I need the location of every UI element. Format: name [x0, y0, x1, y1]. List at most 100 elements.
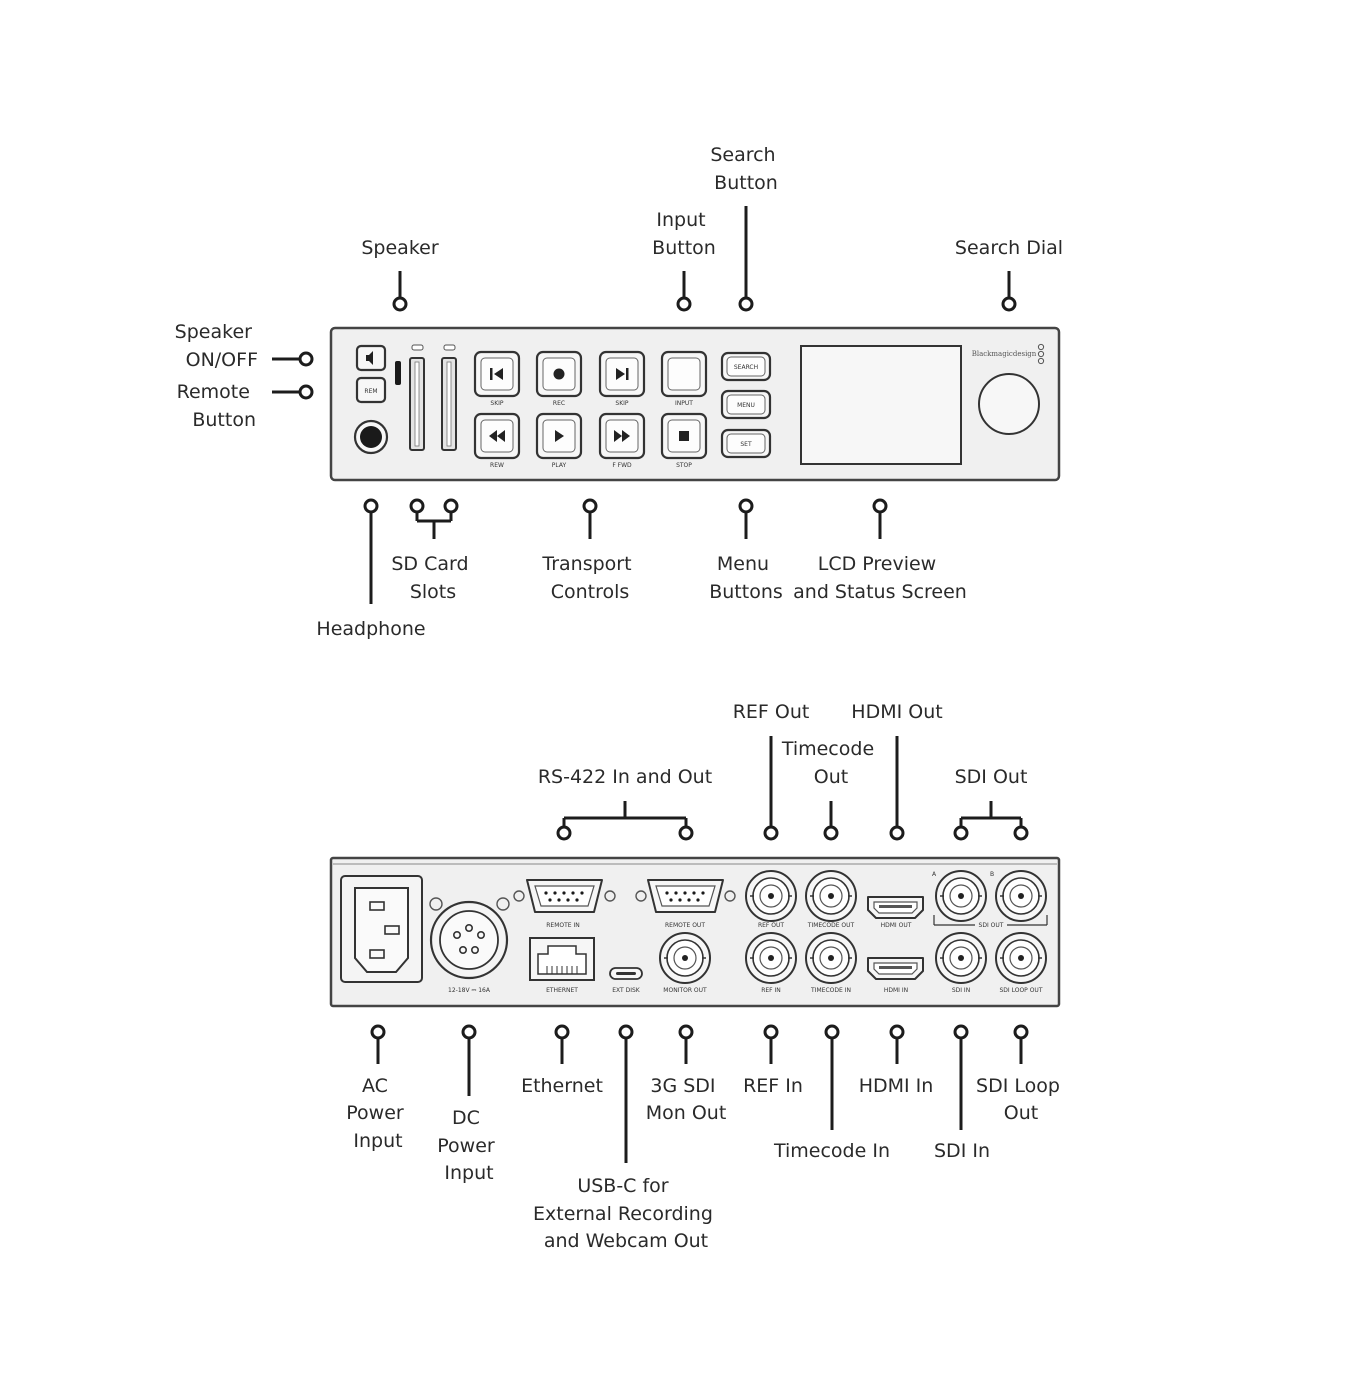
- bnc-connectors: [659, 870, 1047, 984]
- lcd-screen: [800, 345, 962, 465]
- set-label: SET: [740, 441, 752, 448]
- front-callout-lines: [272, 206, 1017, 604]
- skip-forward-button[interactable]: [598, 350, 646, 398]
- sdi-loop-out-bnc[interactable]: [995, 932, 1047, 984]
- menu-label: MENU: [737, 402, 755, 409]
- timecode-out-label: Timecode Out: [781, 738, 880, 788]
- sdi-loop-out-panel-label: SDI LOOP OUT: [1000, 987, 1043, 994]
- sdi-in-label: SDI In: [934, 1140, 990, 1162]
- hdmi-out-port[interactable]: [867, 896, 924, 919]
- brand-logo-icon: [1037, 343, 1045, 351]
- remote-out-screw-1: [635, 890, 647, 902]
- sd-led-2: [443, 344, 456, 351]
- rs422-label: RS-422 In and Out: [538, 766, 712, 788]
- ref-in-bnc[interactable]: [745, 932, 797, 984]
- dc-power-screw-1: [429, 897, 443, 911]
- search-label: SEARCH: [734, 364, 758, 371]
- sdi-in-panel-label: SDI IN: [952, 987, 970, 994]
- menu-button[interactable]: [720, 389, 772, 420]
- power-rating-label: 12-18V ⎓ 16A: [448, 987, 491, 994]
- sdi-loop-out-label: SDI Loop Out: [976, 1075, 1066, 1124]
- ref-out-bnc[interactable]: [745, 870, 797, 922]
- brand-logo-text: Blackmagicdesign: [972, 350, 1037, 358]
- remote-in-screw-1: [513, 890, 525, 902]
- sdi-out-a-bnc[interactable]: [935, 870, 987, 922]
- transport-controls-label: Transport Controls: [541, 553, 637, 603]
- stop-icon: [679, 431, 689, 441]
- stop-button[interactable]: [660, 412, 708, 460]
- headphone-jack-hole: [360, 426, 382, 448]
- remote-out-label: REMOTE OUT: [665, 922, 705, 929]
- sd-card-slot-1-inner: [414, 361, 420, 447]
- timecode-out-bnc[interactable]: [805, 870, 857, 922]
- input-button-label: Input Button: [652, 209, 716, 259]
- sdi-in-bnc[interactable]: [935, 932, 987, 984]
- dc-power-input[interactable]: [429, 900, 509, 980]
- timecode-in-bnc[interactable]: [805, 932, 857, 984]
- rear-callout-labels: RS-422 In and Out REF Out Timecode Out H…: [346, 701, 1066, 1252]
- speaker-grille: [395, 361, 401, 385]
- ethernet-port[interactable]: [529, 937, 595, 981]
- monitor-out-bnc[interactable]: [659, 932, 711, 984]
- sdi-out-panel-label: SDI OUT: [979, 922, 1004, 929]
- skip-forward-label: SKIP: [615, 400, 629, 407]
- search-dial-label: Search Dial: [955, 237, 1063, 259]
- ref-in-label: REF In: [743, 1075, 803, 1097]
- rem-label: REM: [364, 388, 377, 395]
- sd-card-slot-2-inner: [446, 361, 452, 447]
- front-panel: REM SKIP REC SKI: [329, 326, 1061, 482]
- dc-power-label: DC Power Input: [437, 1107, 501, 1184]
- remote-in-screw-2: [604, 890, 616, 902]
- remote-button[interactable]: [355, 376, 387, 404]
- timecode-in-panel-label: TIMECODE IN: [810, 987, 851, 994]
- play-label: PLAY: [552, 462, 567, 469]
- ac-power-label: AC Power Input: [346, 1075, 410, 1152]
- record-button[interactable]: [535, 350, 583, 398]
- input-button[interactable]: [660, 350, 708, 398]
- ref-in-panel-label: REF IN: [761, 987, 781, 994]
- skip-back-label: SKIP: [490, 400, 504, 407]
- input-label: INPUT: [675, 400, 693, 407]
- front-callout-labels: Speaker ON/OFF Remote Button Speaker Inp…: [175, 144, 1063, 640]
- remote-in-port[interactable]: [526, 879, 603, 913]
- ethernet-panel-label: ETHERNET: [546, 987, 578, 994]
- fast-forward-icon: [614, 430, 622, 442]
- rear-panel: 12-18V ⎓ 16A REMOTE IN REMOTE OUT: [329, 856, 1061, 1008]
- skip-forward-icon: [616, 368, 625, 380]
- ethernet-label: Ethernet: [521, 1075, 603, 1097]
- sd-card-slots-label: SD Card Slots: [391, 553, 474, 603]
- rec-label: REC: [553, 400, 565, 407]
- record-icon: [553, 368, 565, 380]
- play-button[interactable]: [535, 412, 583, 460]
- ext-disk-label: EXT DISK: [612, 987, 641, 994]
- sdi-mon-out-label: 3G SDI Mon Out: [646, 1075, 727, 1124]
- usb-c-port[interactable]: [609, 967, 643, 980]
- ref-out-panel-label: REF OUT: [758, 922, 784, 929]
- ac-power-inlet[interactable]: [340, 875, 423, 983]
- hdmi-in-port[interactable]: [867, 957, 924, 980]
- rear-callout-lines: [370, 736, 1029, 1163]
- remote-out-port[interactable]: [647, 879, 724, 913]
- hdmi-in-label: HDMI In: [859, 1075, 934, 1097]
- speaker-on-off-label: Speaker ON/OFF: [175, 321, 258, 371]
- search-button[interactable]: [720, 351, 772, 382]
- sdi-out-b-bnc[interactable]: [995, 870, 1047, 922]
- sdi-a-label: A: [932, 871, 937, 878]
- search-dial[interactable]: [978, 373, 1040, 435]
- speaker-label: Speaker: [361, 237, 438, 259]
- lcd-preview-label: LCD Preview and Status Screen: [793, 553, 967, 603]
- rewind-button[interactable]: [473, 412, 521, 460]
- menu-buttons-label: Menu Buttons: [709, 553, 783, 603]
- sdi-out-label: SDI Out: [955, 766, 1028, 788]
- hdmi-in-panel-label: HDMI IN: [884, 987, 908, 994]
- usbc-label: USB-C for External Recording and Webcam …: [533, 1175, 719, 1252]
- set-button[interactable]: [720, 428, 772, 459]
- dc-power-screw-2: [496, 897, 510, 911]
- rew-label: REW: [490, 462, 504, 469]
- skip-back-button[interactable]: [473, 350, 521, 398]
- sd-led-1: [411, 344, 424, 351]
- fast-forward-button[interactable]: [598, 412, 646, 460]
- monitor-out-label: MONITOR OUT: [663, 987, 707, 994]
